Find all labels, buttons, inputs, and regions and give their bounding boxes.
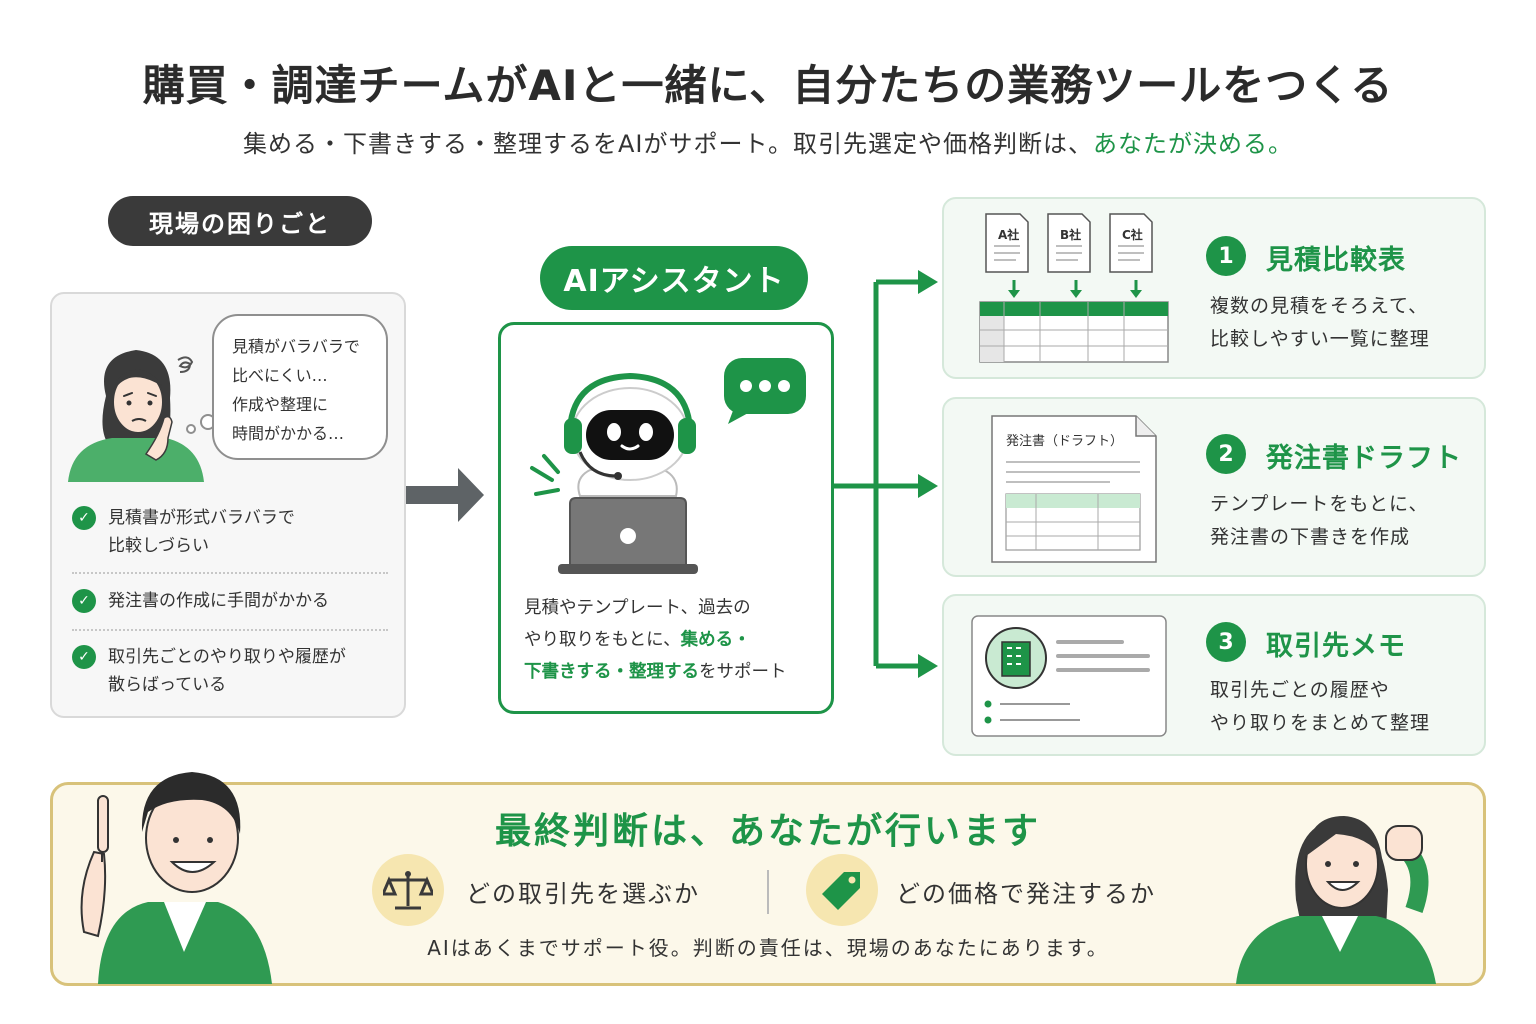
subtitle-main: 集める・下書きする・整理するをAIがサポート。取引先選定や価格判断は、 bbox=[242, 130, 1093, 158]
decision-question-supplier: どの取引先を選ぶか bbox=[466, 880, 700, 908]
decision-note: AIはあくまでサポート役。判断の責任は、現場のあなたにあります。 bbox=[427, 936, 1109, 960]
man-pointing bbox=[80, 772, 272, 984]
output-desc-line: 比較しやすい一覧に整理 bbox=[1210, 328, 1430, 350]
robot-icon bbox=[530, 358, 806, 574]
output-title: 取引先メモ bbox=[1266, 631, 1406, 662]
output-title: 発注書ドラフト bbox=[1266, 443, 1462, 474]
woman-fist bbox=[1236, 816, 1436, 984]
problem-item: ✓ 発注書の作成に手間がかかる bbox=[72, 587, 392, 615]
document-icon bbox=[991, 415, 1157, 563]
check-icon: ✓ bbox=[72, 506, 96, 530]
thinking-woman bbox=[68, 350, 204, 482]
step-number: 3 bbox=[1206, 622, 1246, 662]
step-number: 1 bbox=[1206, 236, 1246, 276]
building-icon bbox=[971, 615, 1167, 737]
problem-text: 見積書が形式バラバラで bbox=[108, 508, 295, 528]
thought-line: 作成や整理に bbox=[232, 395, 329, 414]
assistant-desc-plain: をサポート bbox=[699, 662, 787, 682]
divider bbox=[767, 870, 769, 914]
assistant-desc-emphasis: 集める・ bbox=[680, 630, 751, 650]
scale-icon bbox=[372, 854, 444, 926]
problem-item: ✓ 見積書が形式バラバラで比較しづらい bbox=[72, 504, 392, 560]
output-title: 見積比較表 bbox=[1266, 245, 1406, 276]
problem-text: 発注書の作成に手間がかかる bbox=[108, 591, 329, 611]
price-tag-icon bbox=[806, 854, 878, 926]
thought-line: 時間がかかる… bbox=[232, 424, 345, 443]
doc-label: 発注書（ドラフト） bbox=[1006, 434, 1124, 449]
spreadsheet-icon bbox=[979, 213, 1169, 363]
thought-dot-small bbox=[186, 424, 196, 434]
decision-question-price: どの価格で発注するか bbox=[896, 880, 1156, 908]
output-desc: 取引先ごとの履歴ややり取りをまとめて整理 bbox=[1210, 674, 1430, 740]
problem-item: ✓ 取引先ごとのやり取りや履歴が散らばっている bbox=[72, 643, 392, 699]
page-subtitle: 集める・下書きする・整理するをAIがサポート。取引先選定や価格判断は、あなたが決… bbox=[0, 124, 1536, 159]
check-icon: ✓ bbox=[72, 645, 96, 669]
arrow-right-icon bbox=[406, 468, 484, 522]
assistant-desc-emphasis: 下書きする・整理する bbox=[524, 662, 699, 682]
problems-label: 現場の困りごと bbox=[108, 196, 372, 246]
assistant-desc-line: 下書きする・整理するをサポート bbox=[524, 656, 824, 688]
thought-line: 見積がバラバラで bbox=[232, 337, 360, 356]
assistant-desc-plain: やり取りをもとに、 bbox=[524, 630, 681, 650]
output-desc-line: 発注書の下書きを作成 bbox=[1210, 526, 1411, 548]
check-icon: ✓ bbox=[72, 589, 96, 613]
output-desc-line: 複数の見積をそろえて、 bbox=[1210, 295, 1429, 317]
output-desc-line: 取引先ごとの履歴や bbox=[1210, 679, 1390, 701]
divider bbox=[72, 629, 388, 631]
assistant-desc-line: 見積やテンプレート、過去の bbox=[524, 598, 751, 618]
doc-label: A社 bbox=[998, 228, 1020, 242]
decision-title: 最終判断は、あなたが行います bbox=[494, 811, 1041, 852]
output-desc-line: やり取りをまとめて整理 bbox=[1210, 712, 1431, 734]
assistant-label: AIアシスタント bbox=[540, 246, 808, 310]
doc-label: B社 bbox=[1060, 228, 1082, 242]
thought-bubble: 見積がバラバラで 比べにくい… 作成や整理に 時間がかかる… bbox=[212, 314, 388, 460]
step-number: 2 bbox=[1206, 434, 1246, 474]
problem-text: 比較しづらい bbox=[108, 536, 209, 556]
thought-line: 比べにくい… bbox=[232, 366, 328, 385]
subtitle-emphasis: あなたが決める。 bbox=[1093, 130, 1293, 158]
problem-text: 取引先ごとのやり取りや履歴が bbox=[108, 647, 346, 667]
assistant-description: 見積やテンプレート、過去の やり取りをもとに、集める・ 下書きする・整理するをサ… bbox=[524, 592, 824, 688]
doc-label: C社 bbox=[1122, 228, 1143, 242]
output-desc-line: テンプレートをもとに、 bbox=[1210, 493, 1429, 515]
divider bbox=[72, 572, 388, 574]
assistant-desc-line: やり取りをもとに、集める・ bbox=[524, 624, 824, 656]
problem-text: 散らばっている bbox=[108, 675, 227, 695]
output-desc: テンプレートをもとに、発注書の下書きを作成 bbox=[1210, 488, 1428, 554]
page-title: 購買・調達チームがAIと一緒に、自分たちの業務ツールをつくる bbox=[142, 61, 1394, 110]
branch-arrows bbox=[834, 270, 938, 678]
output-desc: 複数の見積をそろえて、比較しやすい一覧に整理 bbox=[1210, 290, 1430, 356]
